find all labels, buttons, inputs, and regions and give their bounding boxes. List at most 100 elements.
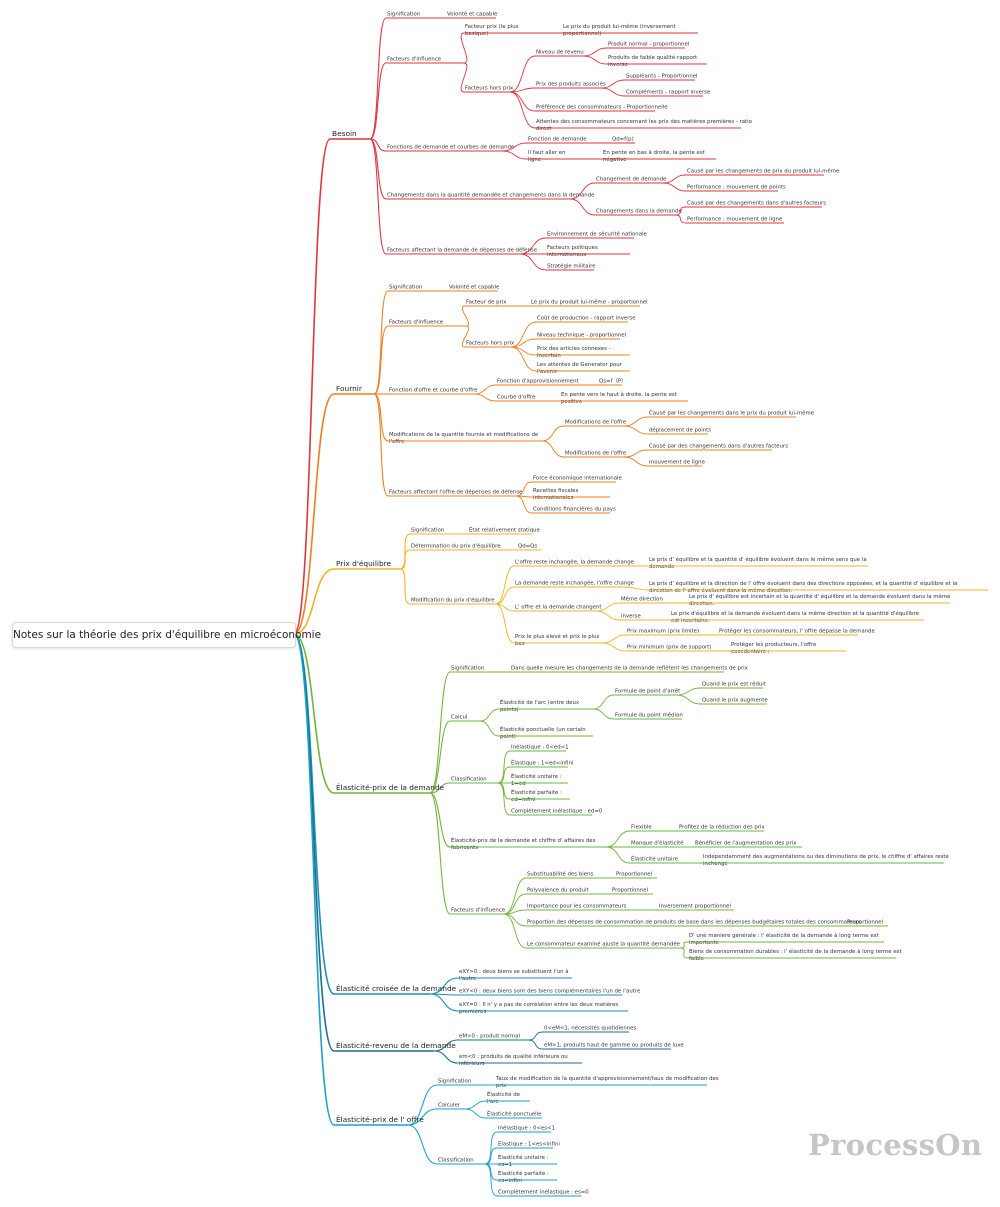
- topic-quand-le-prix-est-reduit[interactable]: Quand le prix est réduit: [701, 681, 766, 689]
- topic-elasticite-prix-de-l-offre[interactable]: Élasticité-prix de l' offre: [334, 1115, 424, 1126]
- topic-cause-par-les-changements-de-prix-du-pro[interactable]: Causé par les changements de prix du pro…: [686, 168, 840, 176]
- topic-signification[interactable]: Signification: [410, 528, 466, 535]
- topic-elasticite-parfaite-ed-infini[interactable]: Élasticité parfaite :ed=infini: [510, 788, 570, 803]
- topic-fonctions-de-demande-et-courbes-de-deman[interactable]: Fonctions de demande et courbes de deman…: [386, 145, 515, 152]
- topic-le-prix-d-equilibre-et-la-quantite-d-equ[interactable]: Le prix d' équilibre et la quantité d' é…: [648, 556, 868, 570]
- topic-formule-du-point-median[interactable]: Formule du point médian: [614, 712, 683, 720]
- topic-facteurs-hors-prix[interactable]: Facteurs hors prix: [465, 341, 515, 348]
- topic-exy-0-il-n-y-a-pas-de-correlation-entre-[interactable]: eXY=0 : Il n' y a pas de corrélation ent…: [458, 1001, 628, 1015]
- topic-0-em-1-necessites-quotidiennes[interactable]: 0<eM<1, nécessités quotidiennes: [543, 1025, 637, 1033]
- topic-volonte-et-capable[interactable]: Volonté et capable: [448, 284, 500, 292]
- topic-elasticite-parfaite-es-infini[interactable]: Élasticité parfaite :es=infini: [497, 1169, 557, 1184]
- topic-fonction-d-offre-et-courbe-d-offre[interactable]: Fonction d'offre et courbe d'offre: [388, 388, 478, 395]
- topic-fournir[interactable]: Fournir: [334, 384, 374, 395]
- topic-classification[interactable]: Classification: [437, 1158, 485, 1165]
- topic-prix-d-equilibre[interactable]: Prix d'équilibre: [334, 559, 400, 570]
- topic-polyvalence-du-produit[interactable]: Polyvalence du produit: [526, 888, 590, 895]
- topic-l-offre-reste-inchangee-la-demande-chang[interactable]: L'offre reste inchangée, la demande chan…: [514, 559, 635, 567]
- topic-volonte-et-capable[interactable]: Volonté et capable: [446, 11, 498, 19]
- topic-em-0-produit-normal[interactable]: eM>0 : produit normal: [458, 1034, 528, 1041]
- root-topic[interactable]: Notes sur la théorie des prix d'équilibr…: [12, 622, 321, 648]
- topic-determination-du-prix-d-equilibre[interactable]: Détermination du prix d'équilibre: [410, 543, 501, 551]
- topic-beneficier-de-l-augmentation-des-prix[interactable]: Bénéficier de l'augmentation des prix: [694, 840, 802, 848]
- topic-etat-relativement-statique[interactable]: État relativement statique: [468, 526, 540, 535]
- topic-em-0-produits-de-qualite-inferieure-ou-i[interactable]: em<0 : produits de qualité inférieure ou…: [458, 1053, 582, 1067]
- topic-calculer[interactable]: Calculer: [437, 1103, 465, 1110]
- topic-cause-par-les-changements-dans-le-prix-d[interactable]: Causé par les changements dans le prix d…: [648, 410, 815, 418]
- topic-inelastique-0-es-1[interactable]: Inélastique : 0<es<1: [497, 1125, 555, 1133]
- topic-formule-de-point-d-arret[interactable]: Formule de point d'arrêt: [614, 688, 680, 696]
- topic-cause-par-des-changements-dans-d-autres-[interactable]: Causé par des changements dans d'autres …: [648, 443, 788, 451]
- topic-modifications-de-l-offre[interactable]: Modifications de l'offre: [564, 451, 627, 458]
- topic-exy-0-deux-biens-se-substituent-l-un-a-l[interactable]: eXY>0 : deux biens se substituent l'un à…: [458, 968, 572, 982]
- topic-biens-de-consommation-durables-l-elastic[interactable]: Biens de consommation durables : l' élas…: [688, 948, 902, 962]
- topic-elasticite-unitaire-es-1[interactable]: Élasticité unitaire :es=1: [497, 1153, 557, 1168]
- topic-calcul[interactable]: Calcul: [450, 715, 480, 722]
- topic-classification[interactable]: Classification: [450, 777, 498, 784]
- topic-d-une-maniere-generale-l-elasticite-de-l[interactable]: D' une manière générale : l' élasticité …: [688, 932, 884, 946]
- topic-facteur-de-prix[interactable]: Facteur de prix: [465, 300, 511, 307]
- topic-profitez-de-la-reduction-des-prix[interactable]: Profitez de la réduction des prix: [678, 824, 766, 832]
- topic-completement-inelastique-ed-0[interactable]: Complètement inélastique : ed=0: [510, 808, 603, 816]
- topic-le-consommateur-examine-ajuste-la-quanti[interactable]: Le consommateur examiné ajuste la quanti…: [526, 941, 681, 949]
- topic-inverse[interactable]: inverse: [620, 614, 650, 621]
- topic-inversement-proportionnel[interactable]: Inversement proportionnel: [658, 904, 734, 911]
- topic-cout-de-production-rapport-inverse[interactable]: Coût de production - rapport inverse: [536, 315, 636, 323]
- topic-inelastique-0-ed-1[interactable]: Inélastique : 0<ed<1: [510, 744, 569, 752]
- topic-qs-f-p[interactable]: Qs=f（P）: [598, 378, 627, 386]
- topic-proteger-les-consommateurs-l-offre-depas[interactable]: Protéger les consommateurs, l' offre dép…: [718, 628, 875, 636]
- topic-em-1-produits-haut-de-gamme-ou-produits-[interactable]: eM>1, produits haut de gamme ou produits…: [543, 1043, 684, 1050]
- topic-signification[interactable]: Signification: [450, 666, 510, 673]
- topic-fonction-de-demande[interactable]: Fonction de demande: [527, 137, 587, 144]
- topic-facteurs-d-influence[interactable]: Facteurs d'influence: [450, 908, 506, 915]
- topic-mouvement-de-ligne[interactable]: mouvement de ligne: [648, 460, 706, 467]
- topic-independamment-des-augmentations-ou-des-[interactable]: Indépendamment des augmentations ou des …: [702, 853, 950, 867]
- topic-le-prix-d-equilibre-et-la-demande-evolue[interactable]: Le prix d'équilibre et la demande évolue…: [670, 610, 924, 624]
- topic-performance-mouvement-de-points[interactable]: Performance : mouvement de points: [686, 185, 786, 192]
- topic-facteurs-hors-prix[interactable]: Facteurs hors prix: [464, 86, 514, 93]
- topic-elasticite-ponctuelle[interactable]: Élasticité ponctuelle: [486, 1110, 542, 1119]
- topic-en-pente-vers-le-haut-a-droite-la-pente-[interactable]: En pente vers le haut à droite, la pente…: [560, 391, 688, 405]
- topic-prix-minimum-prix-de-support[interactable]: Prix minimum (prix de support): [626, 645, 711, 652]
- topic-la-demande-reste-inchangee-l-offre-chang[interactable]: La demande reste inchangée, l'offre chan…: [514, 580, 635, 588]
- topic-prix-des-articles-connexes-incertain[interactable]: Prix des articles connexes -Incertain: [536, 346, 630, 359]
- topic-attentes-des-consommateurs-concernant-le[interactable]: Attentes des consommateurs concernant le…: [535, 118, 752, 132]
- topic-elasticite-unitaire-1-ed[interactable]: Élasticité unitaire :1=ed: [510, 772, 568, 787]
- topic-elasticite-revenu-de-la-demande[interactable]: Élasticité-revenu de la demande: [334, 1041, 456, 1052]
- topic-niveau-technique-proportionnel[interactable]: Niveau technique - proportionnel: [536, 333, 626, 340]
- topic-exy-0-deux-biens-sont-des-biens-compleme[interactable]: eXY<0 : deux biens sont des biens complé…: [458, 988, 641, 996]
- topic-taux-de-modification-de-la-quantite-d-ap[interactable]: Taux de modification de la quantité d'ap…: [495, 1075, 719, 1089]
- topic-le-prix-d-equilibre-est-incertain-et-la-[interactable]: Le prix d' équilibre est incertain et la…: [688, 593, 951, 607]
- topic-elasticite-croisee-de-la-demande[interactable]: Élasticité croisée de la demande: [334, 984, 457, 995]
- topic-produit-normal-proportionnel[interactable]: Produit normal - proportionnel: [607, 42, 689, 49]
- topic-meme-direction[interactable]: Même direction: [620, 596, 670, 604]
- topic-modifications-de-l-offre[interactable]: Modifications de l'offre: [564, 420, 627, 427]
- topic-manque-d-elasticite[interactable]: Manque d'élasticité: [630, 840, 684, 848]
- topic-proportionnel[interactable]: Proportionnel: [611, 888, 653, 895]
- topic-elasticite-prix-de-la-demande[interactable]: Élasticité-prix de la demande: [334, 783, 445, 794]
- topic-signification[interactable]: Signification: [386, 12, 444, 19]
- topic-modification-du-prix-d-equilibre[interactable]: Modification du prix d'équilibre: [410, 597, 496, 605]
- topic-strategie-militaire[interactable]: Stratégie militaire: [546, 263, 596, 271]
- topic-changements-dans-la-demande[interactable]: Changements dans la demande: [595, 209, 683, 216]
- topic-preference-des-consommateurs-proportionn[interactable]: Préférence des consommateurs - Proportio…: [535, 104, 668, 112]
- topic-le-prix-du-produit-lui-meme-inversement-[interactable]: Le prix du produit lui-même (inversement…: [562, 23, 698, 37]
- topic-importance-pour-les-consommateurs[interactable]: Importance pour les consommateurs: [526, 904, 627, 911]
- topic-facteurs-d-influence[interactable]: Facteurs d'influence: [388, 320, 466, 327]
- topic-elasticite-unitaire[interactable]: Élasticité unitaire: [630, 855, 680, 864]
- topic-quand-le-prix-augmente[interactable]: Quand le prix augmente: [701, 698, 768, 705]
- topic-facteurs-affectant-la-demande-de-depense[interactable]: Facteurs affectant la demande de dépense…: [386, 247, 538, 255]
- topic-qd-qs[interactable]: Qd=Qs: [517, 544, 541, 551]
- topic-force-economique-internationale[interactable]: Force économique internationale: [532, 475, 623, 483]
- topic-prix-des-produits-associes[interactable]: Prix des produits associés: [535, 81, 606, 89]
- topic-qd-f-p[interactable]: Qd=f(p): [611, 137, 635, 144]
- topic-fonction-d-approvisionnement[interactable]: Fonction d'approvisionnement: [496, 379, 579, 386]
- topic-elastique-1-es-infini[interactable]: Élastique : 1<es<infini: [497, 1140, 560, 1149]
